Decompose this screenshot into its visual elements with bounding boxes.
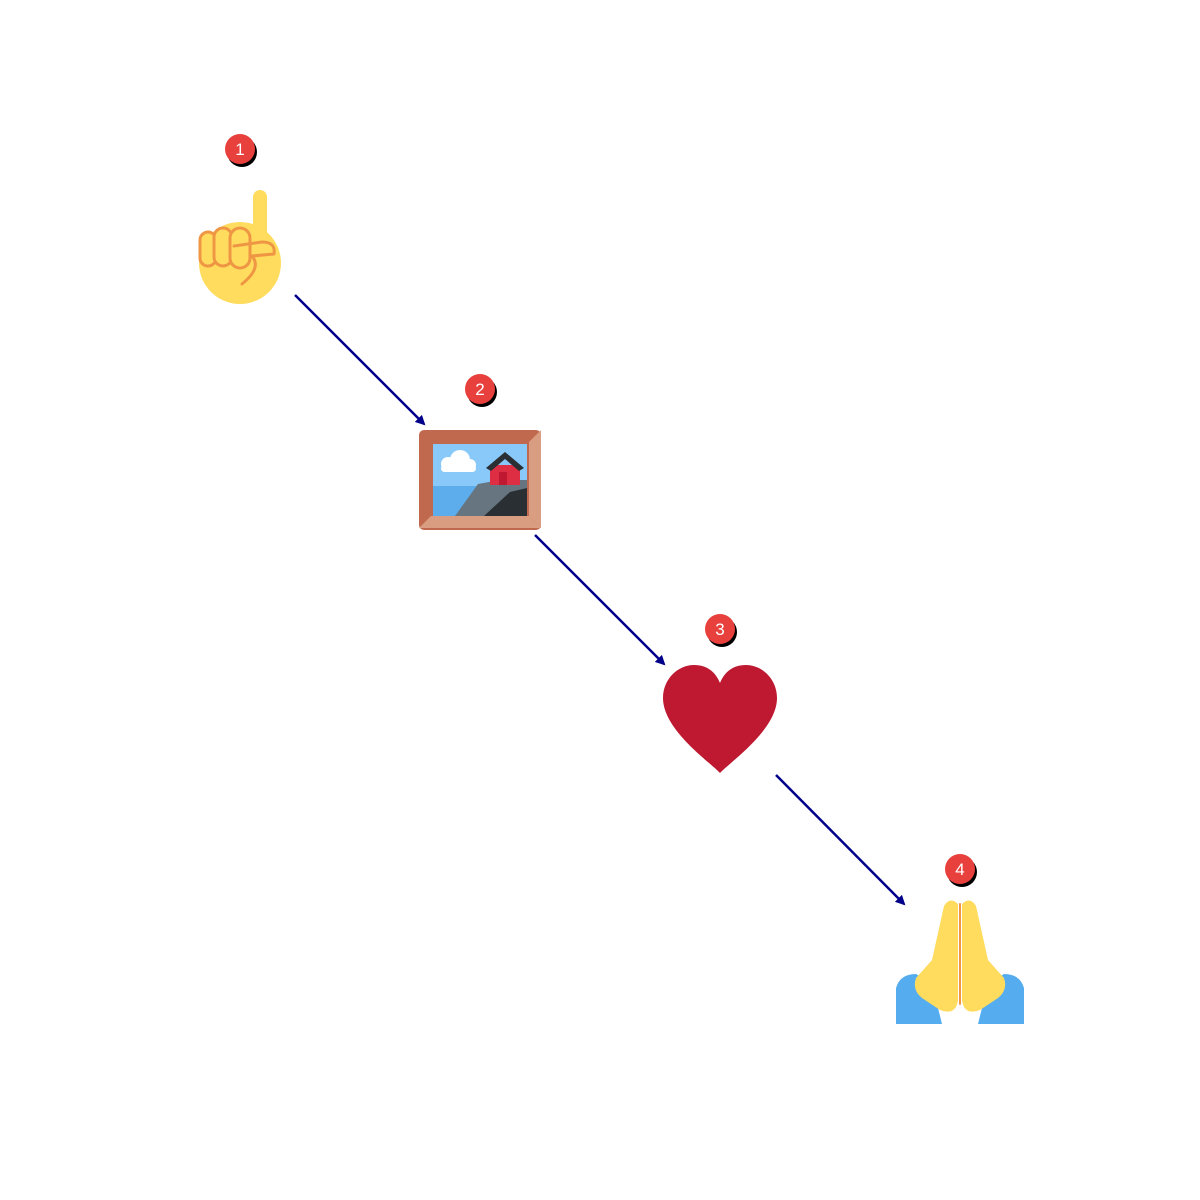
step-badge: 1 bbox=[225, 134, 257, 167]
arrow-3-to-4 bbox=[775, 774, 906, 906]
cloud bbox=[441, 450, 476, 472]
arrow-2-to-3 bbox=[534, 534, 666, 666]
step-1: 1 bbox=[198, 134, 281, 304]
framed-picture-icon bbox=[419, 430, 541, 530]
folded-hands-icon bbox=[896, 900, 1024, 1024]
index-pointing-up-icon bbox=[198, 190, 281, 304]
step-2: 2 bbox=[419, 374, 541, 530]
step-4: 4 bbox=[896, 854, 1024, 1024]
step-number: 1 bbox=[235, 140, 244, 159]
step-number: 2 bbox=[475, 380, 484, 399]
step-badge: 2 bbox=[465, 374, 497, 407]
step-3: 3 bbox=[663, 614, 777, 773]
red-heart-icon bbox=[663, 665, 777, 773]
step-number: 4 bbox=[955, 860, 964, 879]
step-badge: 4 bbox=[945, 854, 977, 887]
arrow-1-to-2 bbox=[294, 294, 426, 426]
step-number: 3 bbox=[715, 620, 724, 639]
step-badge: 3 bbox=[705, 614, 737, 647]
